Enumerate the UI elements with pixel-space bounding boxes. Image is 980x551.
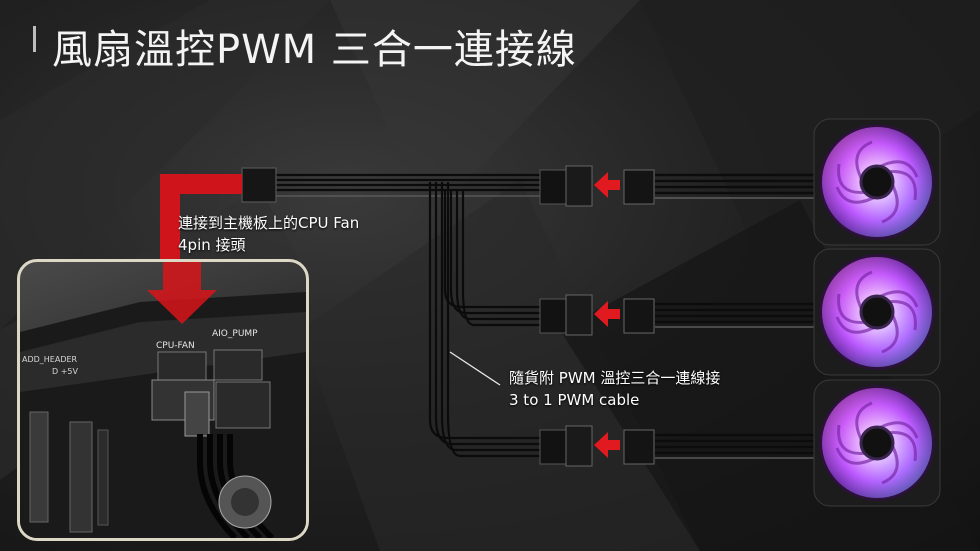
- motherboard-photo: CPU-FAN AIO_PUMP ADD_HEADER D +5V: [17, 259, 309, 541]
- slide-title: 風扇溫控PWM 三合一連接線: [52, 27, 577, 73]
- caption-line: 連接到主機板上的CPU Fan: [178, 214, 360, 232]
- red-arrow-icon: [594, 172, 620, 198]
- fan-icon: [813, 379, 941, 507]
- motherboard-illustration: CPU-FAN AIO_PUMP ADD_HEADER D +5V: [20, 262, 306, 538]
- motherboard-caption: 連接到主機板上的CPU Fan 4pin 接頭: [178, 212, 359, 256]
- caption-line: 3 to 1 PWM cable: [509, 391, 640, 409]
- connector-pair-3: [539, 425, 655, 467]
- cable-callout-line: [449, 351, 501, 386]
- red-arrow-icon: [594, 432, 620, 458]
- branch-cables: [428, 182, 540, 458]
- aio-pump-label: AIO_PUMP: [212, 329, 258, 339]
- connector-pair-2: [539, 294, 655, 336]
- fan-icon: [813, 118, 941, 246]
- caption-line: 4pin 接頭: [178, 236, 246, 254]
- red-arrow-icon: [594, 301, 620, 327]
- fan-cables: [655, 173, 820, 459]
- title-accent-bar: [33, 26, 36, 52]
- connector-pair-1: [539, 165, 655, 207]
- mb-connector: [241, 167, 277, 203]
- caption-line: 隨貨附 PWM 溫控三合一連線接: [509, 369, 721, 387]
- red-arrow-icon: [147, 262, 217, 324]
- cpu-fan-label: CPU-FAN: [156, 341, 195, 351]
- main-cable: [270, 173, 540, 197]
- cable-caption: 隨貨附 PWM 溫控三合一連線接 3 to 1 PWM cable: [509, 367, 720, 411]
- header-label: ADD_HEADER: [22, 355, 78, 364]
- fan-icon: [813, 248, 941, 376]
- voltage-label: D +5V: [52, 367, 78, 376]
